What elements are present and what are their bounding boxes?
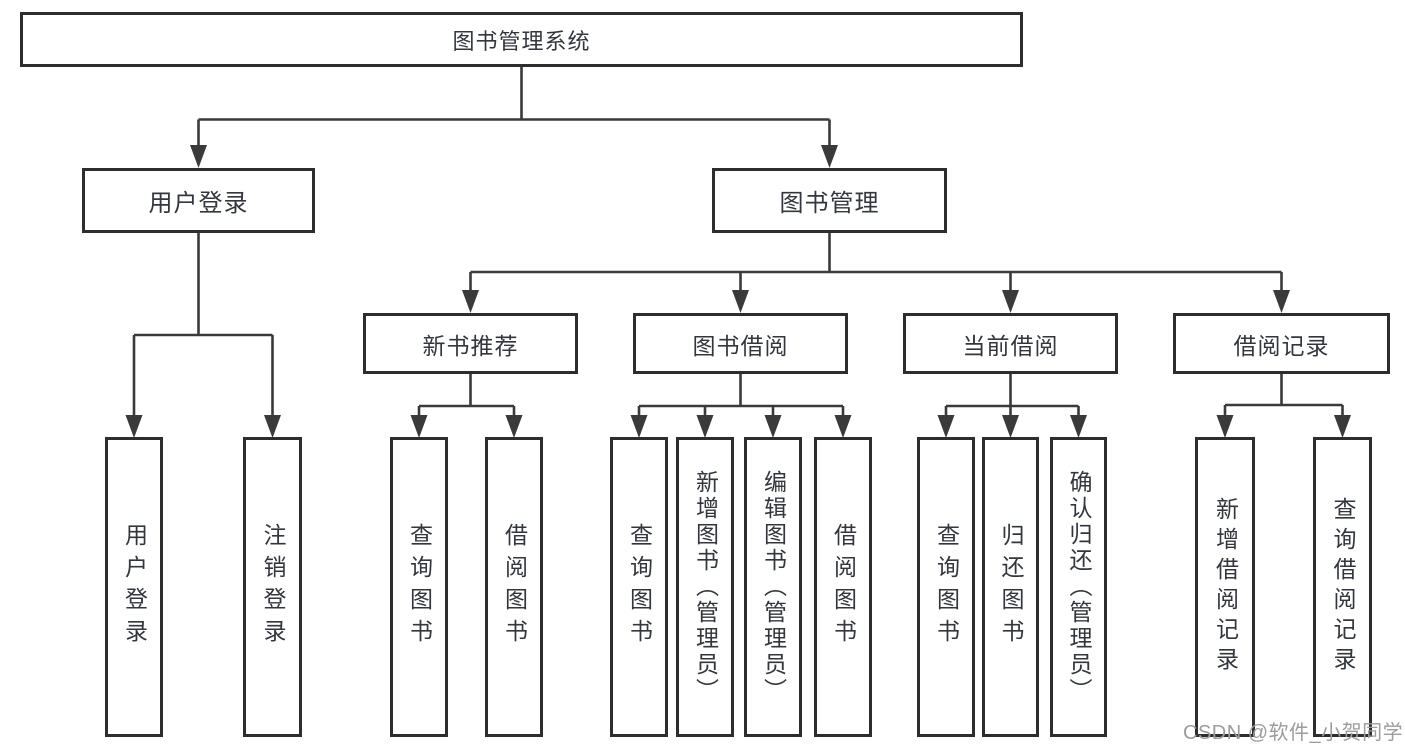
leaf-query-borrow-record: 查询借阅记录 [1313, 437, 1372, 737]
leaf-label: 归还图书 [998, 523, 1024, 651]
leaf-label: 注销登录 [260, 523, 286, 651]
leaf-query-book-recommend: 查询图书 [390, 437, 448, 737]
leaf-label: 新增图书（管理员） [692, 470, 719, 704]
leaf-logout: 注销登录 [243, 437, 302, 737]
leaf-label: 借阅图书 [830, 523, 857, 651]
leaf-label: 查询图书 [626, 523, 653, 651]
node-borrow-records: 借阅记录 [1173, 313, 1390, 374]
leaf-label: 确认归还（管理员） [1066, 470, 1092, 704]
leaf-add-borrow-record: 新增借阅记录 [1195, 437, 1255, 737]
arrowheads [125, 145, 1351, 438]
leaf-confirm-return-admin: 确认归还（管理员） [1050, 437, 1107, 737]
connector-path [132, 67, 1344, 421]
leaf-label: 编辑图书（管理员） [760, 470, 787, 704]
leaf-label: 新增借阅记录 [1212, 497, 1239, 677]
leaf-borrow-book: 借阅图书 [814, 437, 872, 737]
leaf-borrow-book-recommend: 借阅图书 [485, 437, 543, 737]
leaf-label: 查询图书 [933, 523, 960, 651]
leaf-label: 查询图书 [406, 523, 433, 651]
leaf-edit-book-admin: 编辑图书（管理员） [744, 437, 802, 737]
leaf-user-login: 用户登录 [105, 437, 163, 737]
leaf-query-book-current: 查询图书 [917, 437, 975, 737]
node-user-login: 用户登录 [82, 168, 315, 233]
csdn-watermark: CSDN @软件_小贺同学 [1183, 722, 1404, 744]
node-library-management-system: 图书管理系统 [20, 12, 1023, 67]
leaf-query-book-borrow: 查询图书 [610, 437, 668, 737]
leaf-label: 查询借阅记录 [1330, 497, 1356, 677]
node-new-book-recommend: 新书推荐 [363, 313, 578, 374]
leaf-add-book-admin: 新增图书（管理员） [676, 437, 734, 737]
node-book-management: 图书管理 [712, 168, 947, 233]
node-book-borrow: 图书借阅 [633, 313, 848, 374]
leaf-return-book: 归还图书 [982, 437, 1039, 737]
leaf-label: 借阅图书 [501, 523, 528, 651]
node-current-borrow: 当前借阅 [903, 313, 1118, 374]
leaf-label: 用户登录 [121, 523, 148, 651]
